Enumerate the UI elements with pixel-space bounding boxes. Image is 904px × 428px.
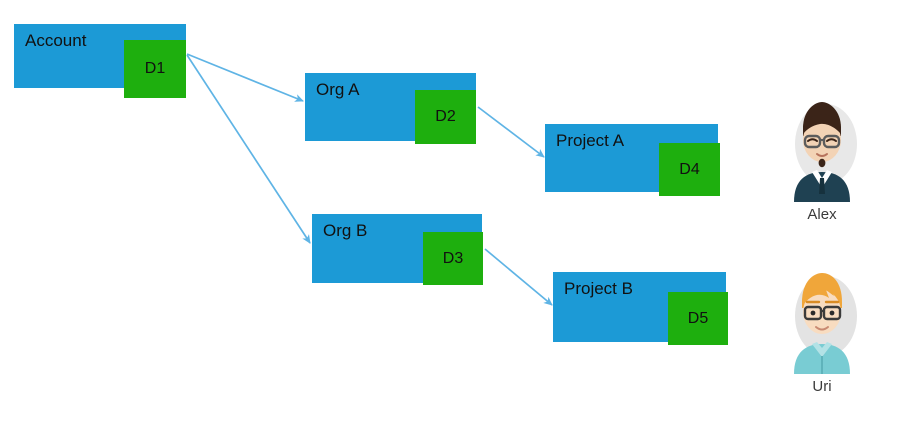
person-uri[interactable]: Uri (774, 264, 870, 396)
node-project-b-badge[interactable]: D5 (668, 292, 728, 345)
person-alex-name: Alex (807, 206, 837, 223)
node-project-b[interactable]: Project B D5 (553, 272, 728, 345)
node-account-badge[interactable]: D1 (124, 40, 186, 98)
node-org-b-badge[interactable]: D3 (423, 232, 483, 285)
edge-account-to-org-a (186, 53, 304, 102)
edge-org-b-to-project-b (484, 248, 553, 306)
node-account-badge-label: D1 (144, 60, 166, 77)
node-org-a-badge[interactable]: D2 (415, 90, 476, 144)
node-org-a[interactable]: Org A D2 (305, 73, 476, 144)
node-org-a-label: Org A (316, 80, 360, 99)
node-account[interactable]: Account D1 (14, 24, 186, 98)
node-project-b-badge-label: D5 (687, 309, 709, 327)
person-alex[interactable]: Alex (774, 92, 870, 224)
node-project-a[interactable]: Project A D4 (545, 124, 720, 196)
node-org-b[interactable]: Org B D3 (312, 214, 483, 285)
edge-org-a-to-project-a (477, 106, 545, 158)
node-org-b-label: Org B (323, 221, 368, 240)
node-project-a-badge-label: D4 (679, 160, 700, 178)
edge-account-to-org-b (186, 54, 311, 244)
node-org-b-badge-label: D3 (442, 249, 464, 267)
node-org-a-badge-label: D2 (435, 108, 456, 125)
node-project-a-label: Project A (556, 131, 625, 150)
node-account-label: Account (25, 31, 87, 50)
node-project-a-badge[interactable]: D4 (659, 143, 720, 196)
node-project-b-label: Project B (564, 279, 633, 298)
person-uri-name: Uri (812, 378, 832, 395)
avatar-uri-icon (794, 273, 857, 374)
avatar-alex-icon (794, 102, 857, 202)
